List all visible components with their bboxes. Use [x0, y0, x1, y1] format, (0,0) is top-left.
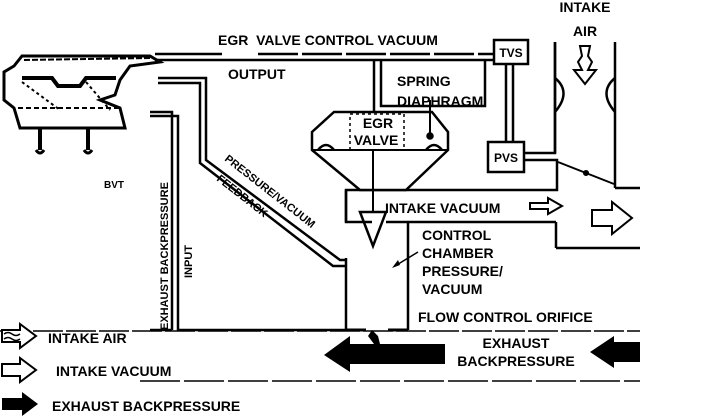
legend-label: INTAKE VACUUM: [56, 363, 171, 379]
egr-valve-control-vacuum-label: EGR VALVE CONTROL VACUUM: [218, 32, 438, 48]
bvt-transducer: [2, 54, 165, 155]
intake-air-arrow-icon: [571, 45, 599, 86]
exhaust-backpressure-vertical-label: EXHAUST BACKPRESSURE: [159, 182, 171, 330]
intake-label: INTAKE: [559, 0, 610, 15]
chamber-label: CHAMBER: [422, 245, 494, 261]
intake-vacuum-arrow-small-icon: [529, 196, 565, 216]
hollow-arrow-icon: [1, 356, 38, 384]
vacuum-label: VACUUM: [422, 281, 482, 297]
tvs-pvs-tube: [504, 64, 515, 142]
bvt-label: BVT: [104, 180, 124, 191]
air-label: AIR: [573, 23, 597, 39]
legend-label: EXHAUST BACKPRESSURE: [52, 398, 240, 414]
flow-control-orifice-label: FLOW CONTROL ORIFICE: [418, 309, 593, 325]
pvs-box: [486, 140, 526, 174]
backpressure-label: BACKPRESSURE: [457, 353, 574, 369]
intake-vacuum-label: INTAKE VACUUM: [385, 200, 500, 216]
diaphragm-label: DIAPHRAGM: [397, 93, 483, 109]
control-label: CONTROL: [422, 227, 492, 243]
intake-manifold: [344, 190, 640, 330]
control-vacuum-line: [155, 52, 494, 62]
spring-label: SPRING: [397, 73, 451, 89]
wavy-arrow-icon: [1, 322, 38, 350]
valve-label: VALVE: [354, 132, 399, 148]
leader-arrowhead-icon: [392, 260, 400, 268]
tvs-box: [492, 38, 530, 66]
tvs-label: TVS: [499, 46, 522, 60]
exhaust-arrow-left-icon: [324, 330, 445, 372]
input-tubes: [150, 110, 346, 332]
solid-arrow-icon: [2, 392, 38, 416]
intake-vacuum-arrow-large-icon: [591, 199, 634, 237]
input-label: INPUT: [183, 245, 195, 278]
egr-vacuum-tube: [372, 60, 487, 112]
output-feedback-tubes: [158, 76, 346, 268]
legend-item-intake-vacuum: INTAKE VACUUM: [1, 356, 171, 384]
throttle-body: [553, 42, 640, 190]
legend-item-intake-air: INTAKE AIR: [1, 322, 127, 350]
exhaust-arrow-right-icon: [590, 336, 640, 368]
output-label: OUTPUT: [228, 66, 286, 82]
legend: INTAKE AIR INTAKE VACUUM EXHAUST BACKPRE…: [1, 322, 240, 416]
pressure-label: PRESSURE/: [422, 263, 503, 279]
egr-valve: [310, 100, 450, 192]
legend-label: INTAKE AIR: [48, 330, 127, 346]
egr-label: EGR: [363, 115, 393, 131]
exhaust-label: EXHAUST: [483, 335, 550, 351]
valve-stem: [358, 150, 388, 250]
legend-item-exhaust-backpressure: EXHAUST BACKPRESSURE: [2, 392, 240, 416]
pvs-label: PVS: [494, 151, 518, 165]
